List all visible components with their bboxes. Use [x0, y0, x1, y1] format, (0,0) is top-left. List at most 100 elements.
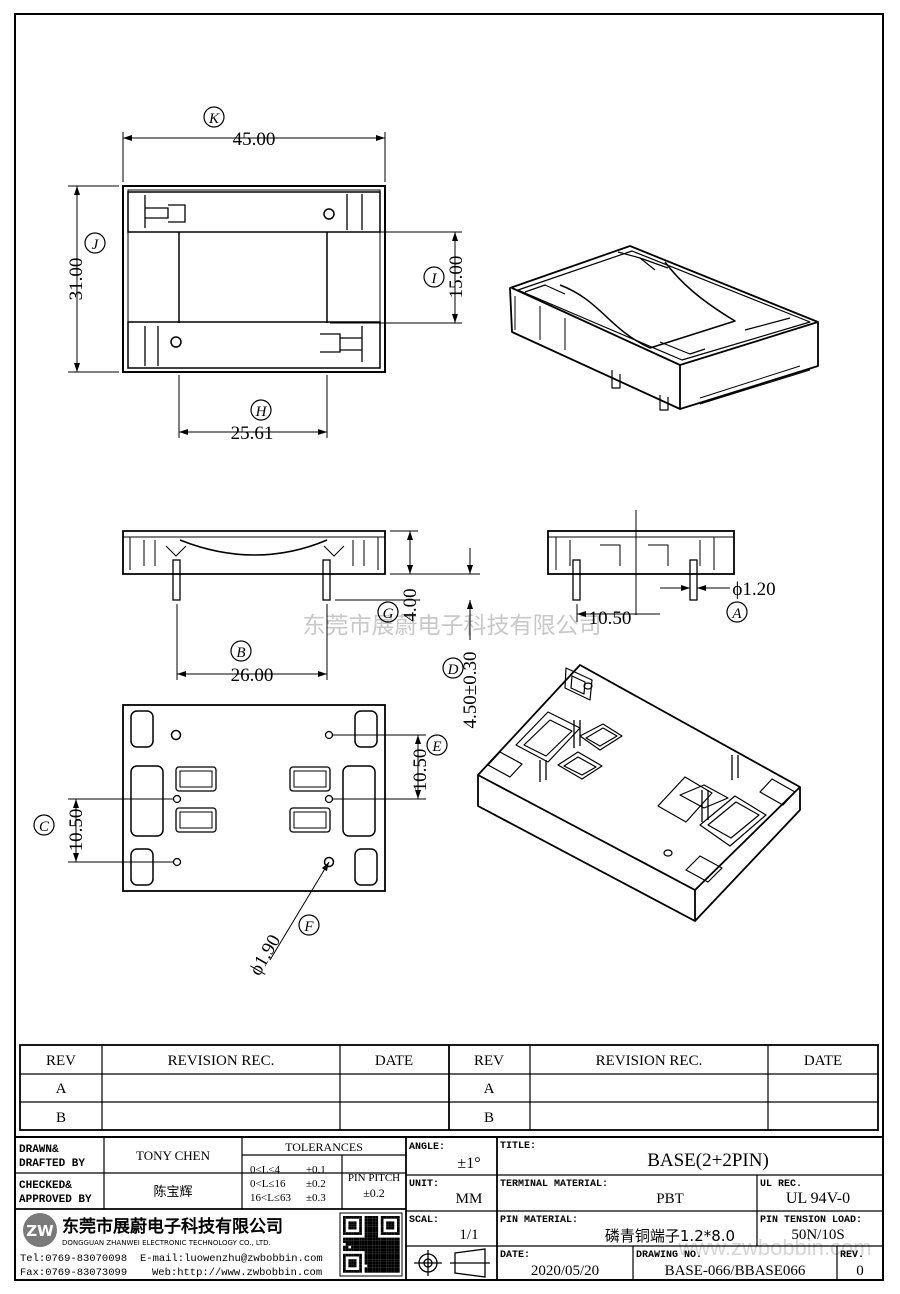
dim-h: H 25.61	[231, 399, 274, 444]
top-view-dimensions	[68, 132, 462, 438]
title-block	[14, 1136, 884, 1281]
dim-b: B 26.00	[230, 640, 273, 686]
rev-cell: B	[484, 1110, 494, 1126]
front-view	[122, 530, 386, 601]
scale: 1/1	[459, 1227, 478, 1243]
drawing-no: BASE-066/BBASE066	[665, 1263, 806, 1279]
side-view-dimensions	[576, 585, 730, 622]
dim-e-value: 10.50	[410, 749, 431, 792]
dim-d: D 4.50±0.30	[442, 652, 481, 729]
tolerances-label: TOLERANCES	[285, 1140, 363, 1154]
rev-label: REV.	[840, 1250, 864, 1261]
revision-rec-header-1: REVISION REC.	[168, 1053, 275, 1069]
pin-tension-label: PIN TENSION LOAD:	[760, 1215, 862, 1226]
svg-text:F: F	[303, 919, 314, 935]
angle: ±1°	[457, 1155, 480, 1172]
watermark-company: 东莞市展蔚电子科技有限公司	[303, 613, 602, 639]
date: 2020/05/20	[531, 1263, 599, 1279]
dim-a-value: 10.50	[589, 608, 632, 629]
svg-text:J: J	[92, 237, 100, 253]
pin-pitch-label: PIN PITCH	[348, 1172, 400, 1184]
isometric-view-bottom	[477, 664, 801, 922]
pin-material: 磷青铜端子1.2*8.0	[605, 1227, 735, 1245]
scale-label: SCAL:	[409, 1215, 439, 1226]
dim-c-value: 10.50	[66, 809, 87, 852]
company-logo: ZW	[23, 1213, 57, 1247]
svg-text:ZW: ZW	[26, 1222, 54, 1240]
svg-text:D: D	[447, 662, 459, 678]
dim-j: J 31.00	[66, 232, 106, 301]
pin-pitch: ±0.2	[363, 1186, 385, 1200]
projection-symbol-icon	[414, 1248, 490, 1278]
company-web: Web:http://www.zwbobbin.com	[152, 1267, 322, 1279]
angle-label: ANGLE:	[409, 1142, 445, 1153]
dim-k-value: 45.00	[233, 129, 276, 150]
qr-code	[343, 1216, 400, 1273]
company-fax: Fax:0769-83073099	[20, 1267, 127, 1279]
pin-tension: 50N/10S	[791, 1227, 844, 1243]
company-cn: 东莞市展蔚电子科技有限公司	[62, 1216, 283, 1237]
company-email: E-mail:luowenzhu@zwbobbin.com	[140, 1253, 323, 1265]
pin-material-label: PIN MATERIAL:	[500, 1215, 578, 1226]
dim-h-value: 25.61	[231, 423, 274, 444]
dim-i-value: 15.00	[446, 256, 467, 299]
dim-f: F ϕ1.90	[245, 914, 320, 979]
title-block-text: DRAWN& DRAFTED BY TONY CHEN CHECKED& APP…	[19, 1140, 864, 1279]
drawn-label-1: DRAWN&	[19, 1144, 59, 1156]
date-label: DATE:	[500, 1250, 530, 1261]
rev-header-1: REV	[46, 1053, 76, 1069]
rev-cell: A	[56, 1081, 67, 1097]
title-label: TITLE:	[500, 1141, 536, 1152]
dim-e: E 10.50	[410, 734, 448, 792]
dim-k: K 45.00	[203, 106, 276, 150]
checked-by: 陈宝辉	[153, 1184, 192, 1200]
tolerance-range: 0<L≤16	[250, 1178, 286, 1190]
tolerance-value: ±0.2	[306, 1178, 326, 1190]
dim-d-value: 4.50±0.30	[460, 652, 481, 729]
rev-value: 0	[856, 1263, 864, 1279]
revision-rec-header-2: REVISION REC.	[596, 1053, 703, 1069]
terminal-material: PBT	[656, 1191, 684, 1207]
tolerance-range: 0<L≤4	[250, 1164, 280, 1176]
side-view	[547, 510, 735, 615]
drawn-label-2: DRAFTED BY	[19, 1158, 85, 1170]
svg-text:B: B	[236, 645, 245, 661]
drawing-title: BASE(2+2PIN)	[647, 1150, 769, 1171]
ul-rec-label: UL REC.	[760, 1179, 802, 1190]
dim-i: I 15.00	[423, 256, 467, 299]
svg-text:K: K	[208, 111, 220, 127]
rev-cell: B	[56, 1110, 66, 1126]
front-view-dimensions	[176, 530, 480, 680]
bottom-view-dimensions	[68, 734, 426, 961]
date-header-1: DATE	[375, 1053, 413, 1069]
svg-text:E: E	[431, 739, 441, 755]
dim-f-value: ϕ1.90	[245, 931, 285, 979]
svg-text:G: G	[383, 606, 394, 622]
checked-label-2: APPROVED BY	[19, 1194, 92, 1206]
date-header-2: DATE	[804, 1053, 842, 1069]
terminal-material-label: TERMINAL MATERIAL:	[500, 1179, 608, 1190]
svg-text:C: C	[39, 819, 50, 835]
dim-c: C 10.50	[33, 809, 87, 852]
unit-label: UNIT:	[409, 1179, 439, 1190]
tolerance-value: ±0.3	[306, 1192, 326, 1204]
rev-cell: A	[484, 1081, 495, 1097]
svg-text:H: H	[255, 404, 268, 420]
revision-table: REV REVISION REC. DATE REV REVISION REC.…	[19, 1044, 879, 1131]
ul-rec: UL 94V-0	[786, 1190, 850, 1207]
company-en: DONGGUAN ZHANWEI ELECTRONIC TECHNOLOGY C…	[62, 1239, 271, 1247]
dim-j-value: 31.00	[66, 258, 87, 301]
bottom-view	[122, 704, 386, 892]
top-view	[122, 185, 386, 373]
dim-a: 10.50 ϕ1.20 A	[589, 579, 776, 629]
svg-text:I: I	[431, 271, 438, 287]
dim-g-value: 4.00	[400, 588, 421, 621]
drawing-no-label: DRAWING NO.	[636, 1250, 702, 1261]
drawn-by: TONY CHEN	[136, 1148, 211, 1163]
unit: MM	[456, 1191, 483, 1207]
watermark-site: www.zwbobbin.com	[677, 1235, 871, 1260]
tolerance-value: ±0.1	[306, 1164, 326, 1176]
checked-label-1: CHECKED&	[19, 1180, 72, 1192]
company-tel: Tel:0769-83070098	[20, 1253, 127, 1265]
